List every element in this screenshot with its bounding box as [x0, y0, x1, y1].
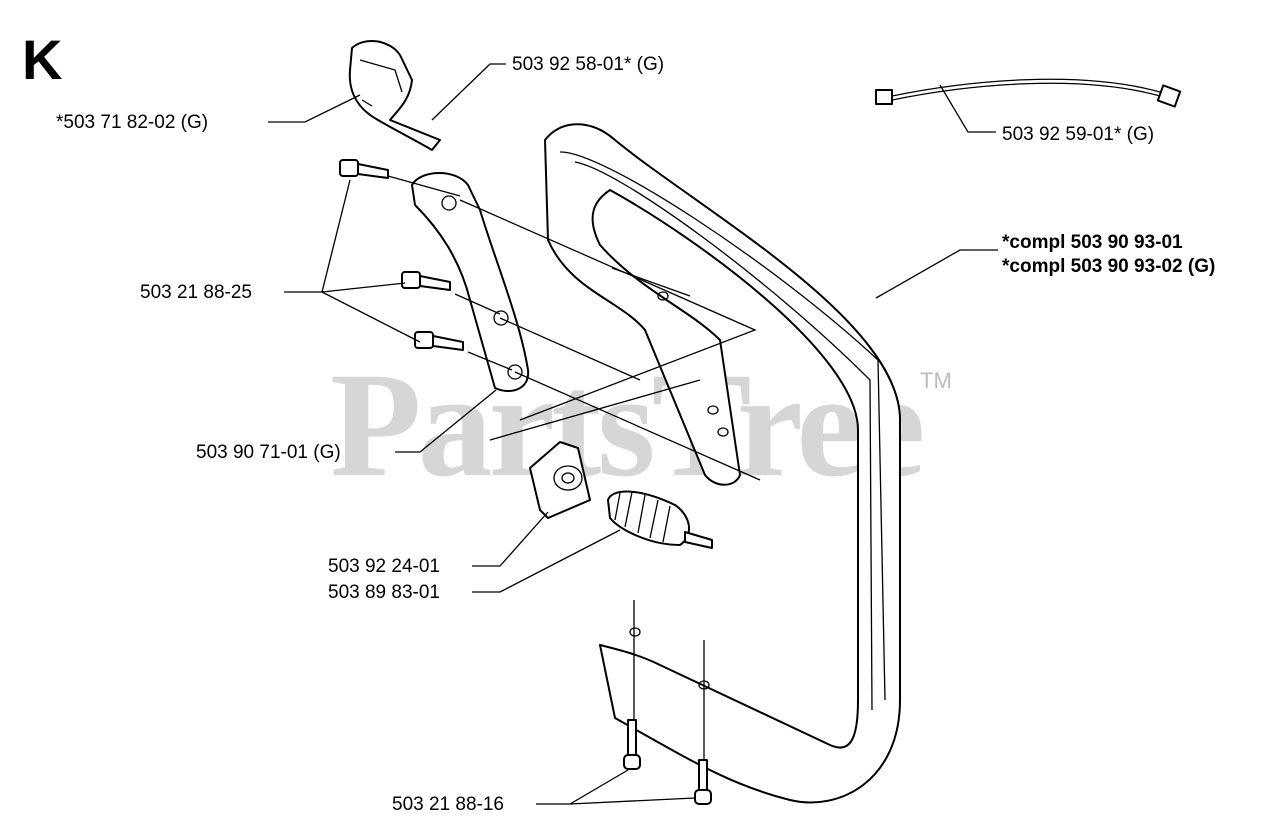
lower-screws: [623, 719, 712, 805]
section-letter: K: [22, 28, 63, 91]
label-switch: 503 92 58-01* (G): [512, 54, 665, 75]
bracket-part: [411, 172, 530, 392]
label-switch-button: *503 71 82-02 (G): [56, 112, 209, 133]
label-bracket: 503 90 71-01 (G): [196, 442, 341, 463]
vibration-block: [529, 441, 591, 519]
label-vibration-block: 503 92 24-01: [328, 556, 440, 577]
leader-lines: [268, 63, 998, 805]
assembly-lines: [387, 175, 761, 760]
label-spring: 503 89 83-01: [328, 582, 440, 603]
spring-part: [607, 490, 713, 549]
label-handle-compl-1: *compl 503 90 93-01: [1002, 232, 1183, 253]
watermark-trademark: TM: [920, 368, 952, 393]
wire-part: [875, 78, 1182, 108]
label-handle-compl-2: *compl 503 90 93-02 (G): [1002, 256, 1216, 277]
label-wire: 503 92 59-01* (G): [1002, 124, 1155, 145]
label-screw-lower: 503 21 88-16: [392, 794, 504, 815]
switch-part: [348, 39, 441, 151]
label-screw-upper: 503 21 88-25: [140, 282, 252, 303]
